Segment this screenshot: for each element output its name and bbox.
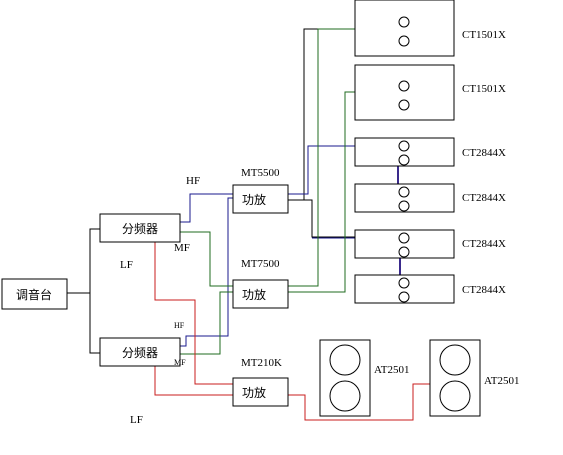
connector-icon: [398, 99, 410, 111]
amp-mt210k-model: MT210K: [241, 357, 282, 369]
band-label-bottom-mf: MF: [174, 358, 186, 367]
amp-mt210k-block: MT210K 功放: [232, 357, 289, 407]
speaker-ct2844x-2: CT2844X: [354, 183, 506, 213]
wire-console-to-crossover-bottom: [89, 293, 100, 354]
connector-icon: [398, 232, 410, 244]
speaker-model-label: CT2844X: [462, 192, 506, 204]
amp-mt5500-block: MT5500 功放: [232, 167, 289, 214]
band-label-top-mf: MF: [174, 242, 190, 254]
wire-mt210k-to-subwoofers: [288, 383, 430, 421]
band-label-top-hf: HF: [186, 175, 200, 187]
console-block: 调音台: [1, 278, 68, 310]
connector-icon: [398, 154, 410, 166]
speaker-ct2844x-3: CT2844X: [354, 229, 506, 259]
crossover-bottom-block: 分频器: [99, 337, 181, 367]
speaker-cabinet: [354, 0, 455, 57]
wire-mf-bottom-to-mt7500: [180, 291, 233, 355]
connector-icon: [398, 200, 410, 212]
band-label-bottom-hf: HF: [174, 321, 185, 330]
wire-mt5500-output-b: [288, 199, 355, 238]
connector-icon: [398, 186, 410, 198]
lf-wires: [154, 238, 430, 421]
crossover-top-box: [99, 213, 181, 243]
connector-icon: [398, 35, 410, 47]
connector-icon: [398, 80, 410, 92]
wire-console-to-crossover-top: [67, 228, 100, 294]
amp-mt5500-box: [232, 184, 289, 214]
speaker-model-label: CT2844X: [462, 147, 506, 159]
amp-mt210k-label: 功放: [242, 385, 266, 400]
speaker-ct1501x-2: CT1501X: [354, 64, 506, 121]
woofer-cone-icon: [329, 380, 361, 412]
band-label-top-lf: LF: [120, 259, 133, 271]
crossover-top-label: 分频器: [122, 222, 158, 236]
connector-icon: [398, 246, 410, 258]
speaker-ct1501x-1: CT1501X: [354, 0, 506, 57]
amp-mt210k-box: [232, 377, 289, 407]
subwoofer-model-label: AT2501: [484, 375, 519, 387]
connector-icon: [398, 140, 410, 152]
band-label-bottom-lf: LF: [130, 414, 143, 426]
speaker-model-label: CT1501X: [462, 29, 506, 41]
woofer-cone-icon: [439, 380, 471, 412]
link-wires: [397, 146, 401, 286]
amp-mt7500-block: MT7500 功放: [232, 258, 289, 309]
speaker-model-label: CT2844X: [462, 284, 506, 296]
wire-mf-top-to-mt7500: [180, 231, 233, 287]
wire-hf-top-to-mt5500: [180, 193, 233, 223]
subwoofer-model-label: AT2501: [374, 364, 409, 376]
speaker-cabinet: [354, 64, 455, 121]
subwoofer-at2501-1: AT2501: [319, 339, 409, 417]
speaker-ct2844x-1: CT2844X: [354, 137, 506, 167]
crossover-top-block: 分频器: [99, 213, 181, 243]
connector-icon: [398, 277, 410, 289]
amp-mt7500-model: MT7500: [241, 258, 280, 270]
crossover-bottom-label: 分频器: [122, 346, 158, 360]
amp-mt5500-model: MT5500: [241, 167, 280, 179]
amp-mt5500-label: 功放: [242, 192, 266, 207]
speaker-model-label: CT2844X: [462, 238, 506, 250]
woofer-cone-icon: [439, 344, 471, 376]
console-label: 调音台: [16, 287, 52, 302]
connector-icon: [398, 16, 410, 28]
wire-lf-bottom-to-mt210k: [154, 362, 233, 396]
amp-mt7500-label: 功放: [242, 287, 266, 302]
connector-icon: [398, 291, 410, 303]
woofer-cone-icon: [329, 344, 361, 376]
wire-hf-bottom-to-mt5500: [180, 197, 233, 347]
signal-wires: [67, 28, 355, 354]
console-box: [1, 278, 68, 310]
crossover-bottom-box: [99, 337, 181, 367]
wire-lf-top-to-mt210k: [154, 238, 233, 385]
amp-mt7500-box: [232, 279, 289, 309]
speaker-model-label: CT1501X: [462, 83, 506, 95]
subwoofer-at2501-2: AT2501: [429, 339, 519, 417]
speaker-ct2844x-4: CT2844X: [354, 274, 506, 304]
